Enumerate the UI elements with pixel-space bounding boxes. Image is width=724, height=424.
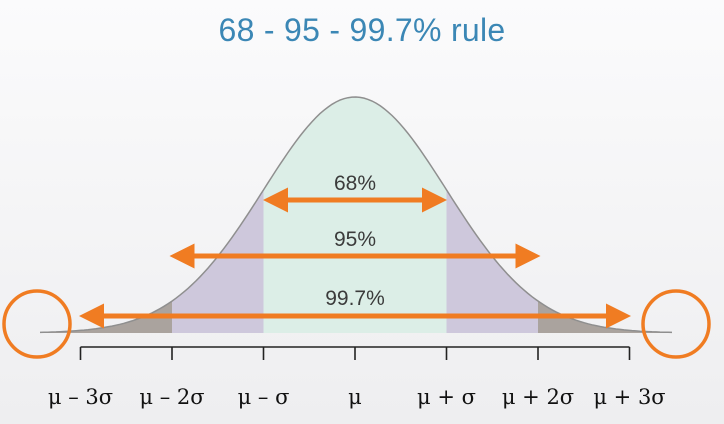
axis-tick-label: μ + 3σ (593, 385, 665, 409)
interval-label: 68% (334, 172, 376, 195)
axis-tick-label: μ + σ (417, 385, 476, 409)
band-1-sigma (263, 97, 447, 333)
axis-tick-label: μ (348, 385, 362, 409)
x-axis: μ – 3σ μ – 2σ μ – σ μ μ + σ μ + 2σ μ + 3σ (48, 346, 666, 409)
interval-arrows: 68% 95% 99.7% (79, 172, 631, 329)
sigma-bands (40, 97, 672, 333)
slide-title: 68 - 95 - 99.7% rule (218, 12, 506, 48)
axis-tick-label: μ + 2σ (502, 385, 574, 409)
axis-tick-label: μ – 2σ (139, 385, 204, 409)
tail-highlights (2, 289, 711, 359)
axis-tick-label: μ – σ (238, 385, 290, 409)
axis-tick-label: μ – 3σ (48, 385, 113, 409)
interval-label: 95% (334, 228, 376, 251)
tail-highlight-circle (641, 289, 711, 359)
tail-highlight-circle (2, 289, 72, 359)
interval-label: 99.7% (325, 287, 385, 310)
